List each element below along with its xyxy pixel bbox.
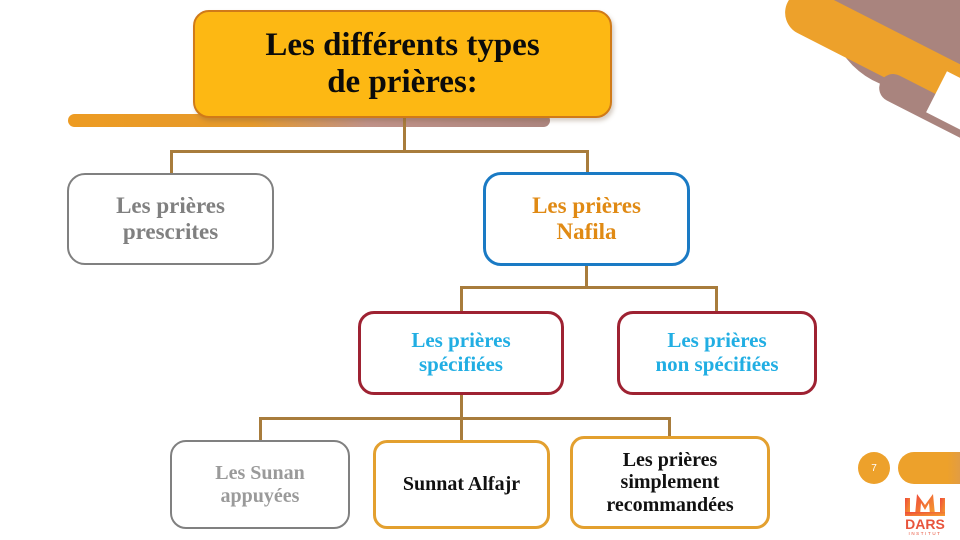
connector-to-sunnat-alfajr — [460, 417, 463, 443]
connector-title-drop — [403, 118, 406, 152]
node-title[interactable]: Les différents types de prières: — [193, 10, 612, 118]
node-prieres-specifiees[interactable]: Les prières spécifiées — [358, 311, 564, 395]
connector-level3-rail — [259, 417, 671, 420]
node-prieres-prescrites[interactable]: Les prières prescrites — [67, 173, 274, 265]
node-sunnat-alfajr[interactable]: Sunnat Alfajr — [373, 440, 550, 529]
connector-level1-rail — [170, 150, 589, 153]
connector-to-prescrites — [170, 150, 173, 175]
node-prieres-recommandees-text: Les prières simplement recommandées — [606, 448, 734, 516]
node-sunnat-alfajr-text: Sunnat Alfajr — [402, 473, 521, 496]
connector-nafila-drop — [585, 266, 588, 288]
node-prieres-nafila-text: Les prières Nafila — [532, 193, 641, 244]
dars-logo-wordmark: DARS — [905, 516, 945, 532]
connector-to-specifiees — [460, 286, 463, 313]
decorative-corner-bar — [898, 452, 960, 484]
connector-specifiees-drop — [460, 395, 463, 419]
node-prieres-specifiees-text: Les prières spécifiées — [411, 328, 511, 376]
node-prieres-non-specifiees-text: Les prières non spécifiées — [655, 328, 779, 376]
dars-logo: DARS INSTITUT — [893, 486, 957, 536]
connector-to-non-specifiees — [715, 286, 718, 313]
dars-logo-icon: DARS INSTITUT — [905, 494, 945, 536]
node-sunan-appuyees-text: Les Sunan appuyées — [215, 462, 305, 507]
node-prieres-recommandees[interactable]: Les prières simplement recommandées — [570, 436, 770, 529]
connector-level2-rail — [460, 286, 718, 289]
node-prieres-prescrites-text: Les prières prescrites — [116, 193, 225, 244]
dars-logo-subtext: INSTITUT — [908, 531, 941, 536]
node-sunan-appuyees[interactable]: Les Sunan appuyées — [170, 440, 350, 529]
node-prieres-non-specifiees[interactable]: Les prières non spécifiées — [617, 311, 817, 395]
page-number-text: 7 — [871, 462, 877, 474]
connector-to-nafila — [586, 150, 589, 174]
node-title-text: Les différents types de prières: — [265, 27, 540, 100]
node-prieres-nafila[interactable]: Les prières Nafila — [483, 172, 690, 266]
connector-to-sunan — [259, 417, 262, 443]
page-number-badge: 7 — [858, 452, 890, 484]
connector-to-recommandees — [668, 417, 671, 439]
